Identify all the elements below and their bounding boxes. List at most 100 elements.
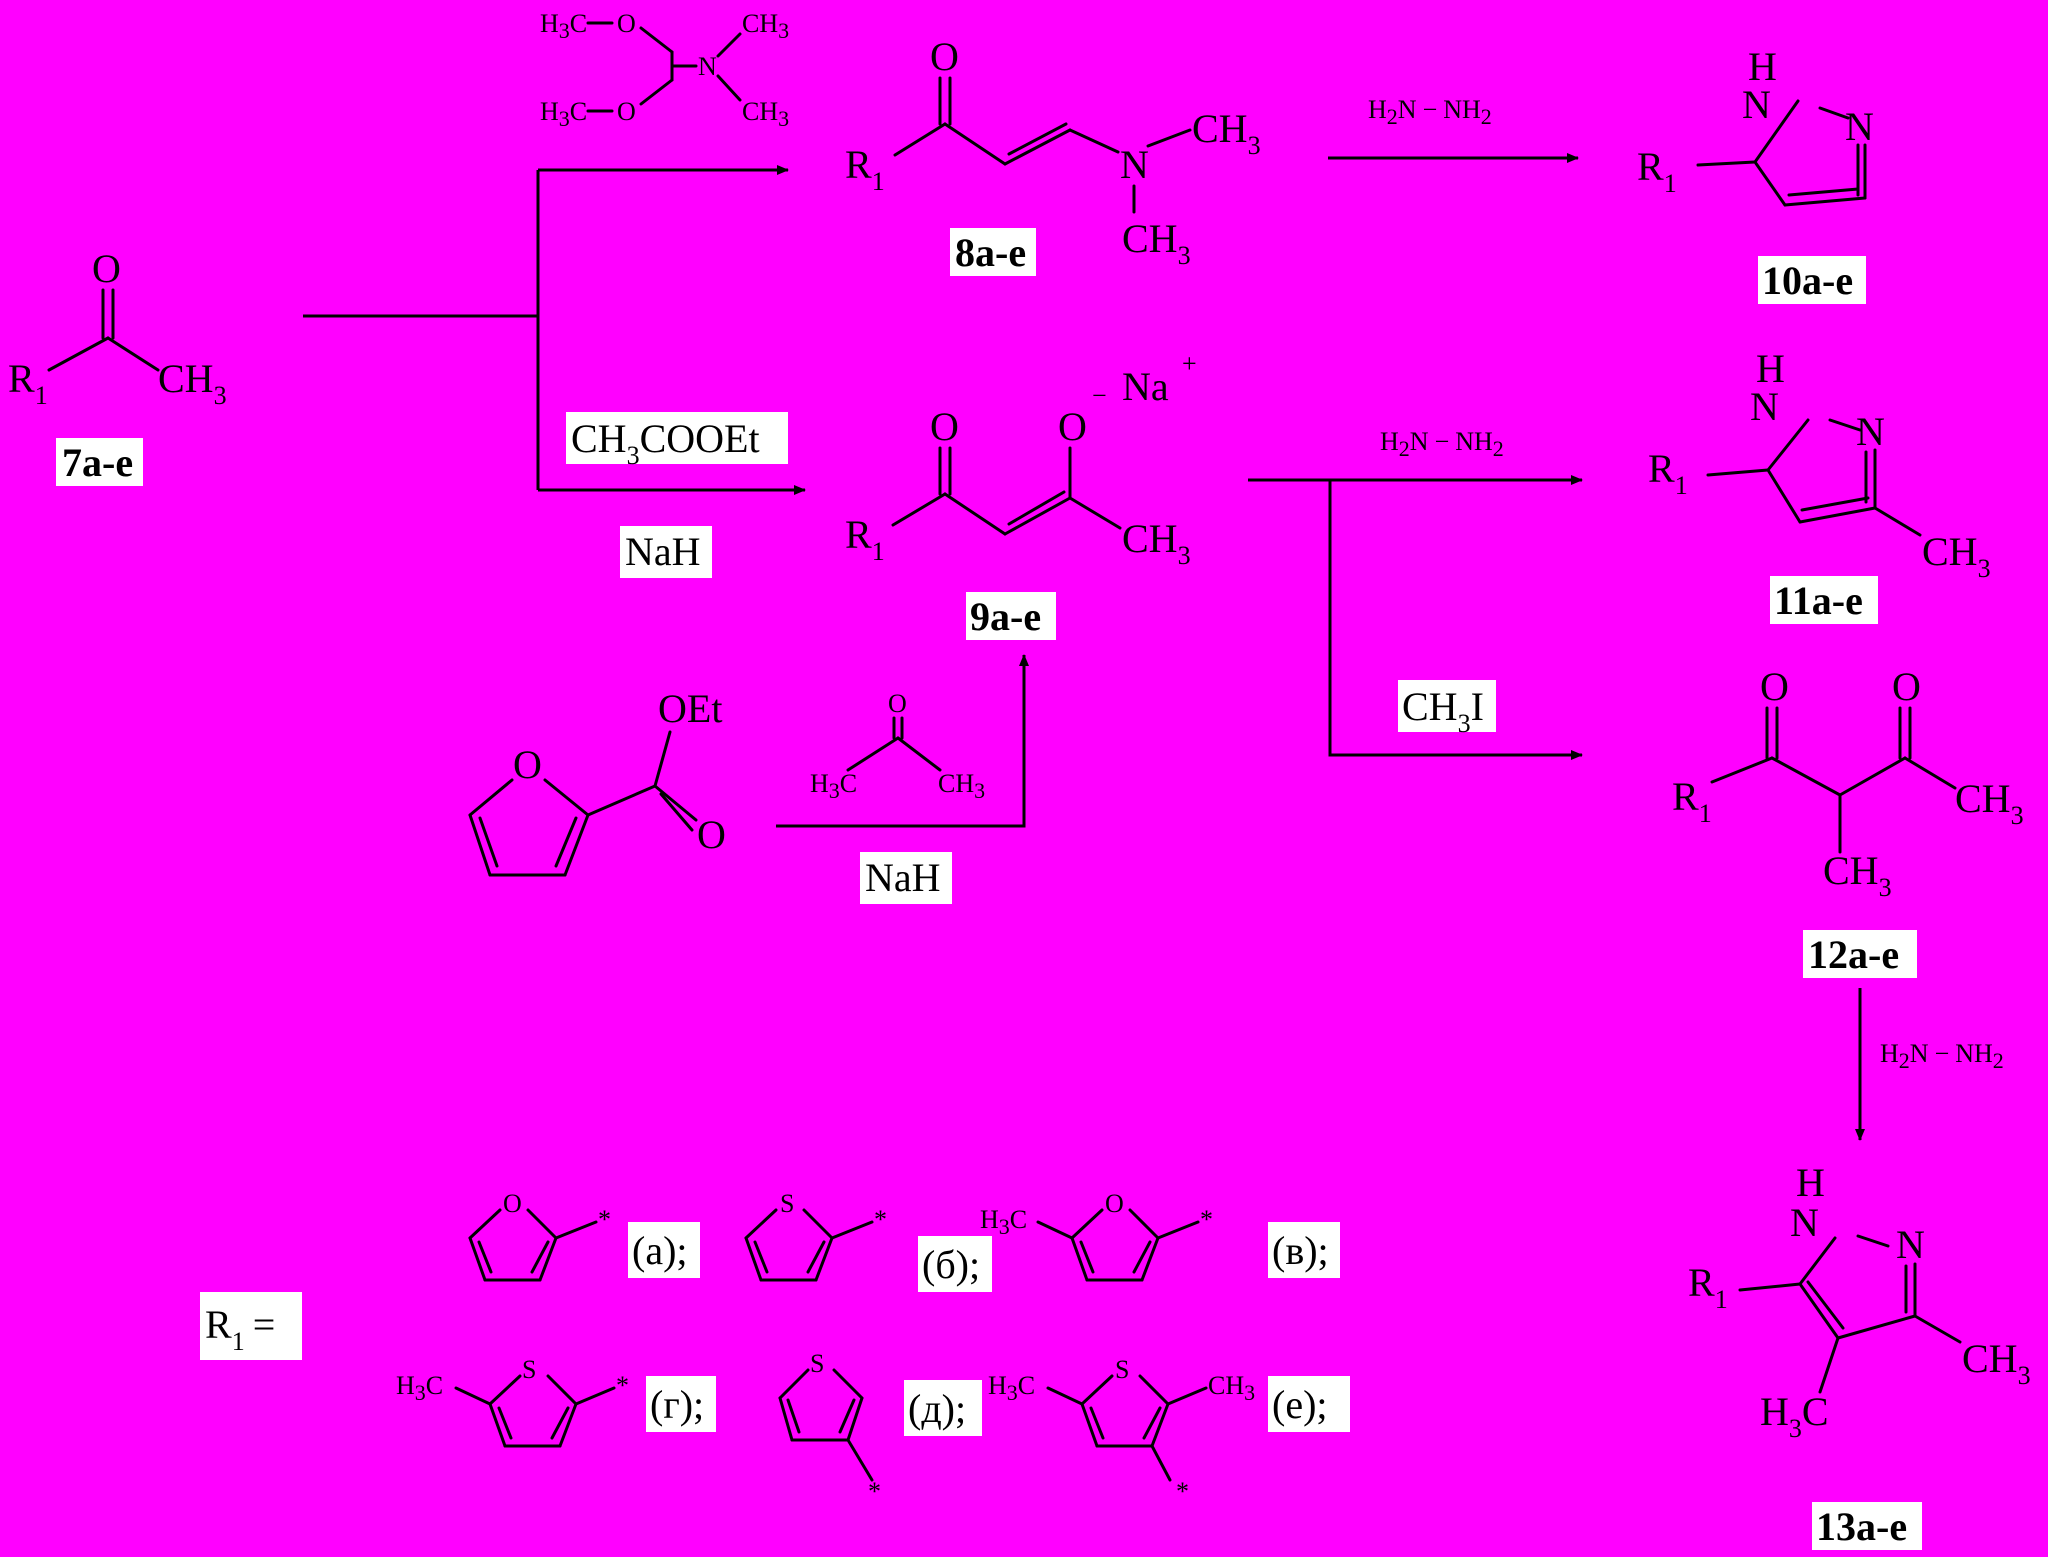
c10-id: 10a-e	[1762, 258, 1853, 303]
c7-ch: CH	[158, 356, 214, 401]
c13-id: 13a-e	[1816, 1504, 1907, 1549]
svg-text:O: O	[513, 742, 542, 787]
svg-text:O: O	[503, 1189, 522, 1218]
reagent-acetone: O H3C CH3	[810, 689, 985, 803]
c11-id: 11a-e	[1774, 578, 1863, 623]
svg-text:R1: R1	[1637, 144, 1677, 198]
compound-13: H N N R1 CH3 H3C 13a-e	[1688, 1160, 2031, 1550]
c8-id-box	[950, 228, 1036, 276]
r1-v-box	[1268, 1222, 1340, 1278]
svg-text:*: *	[874, 1205, 887, 1234]
r1-e-box	[1268, 1376, 1350, 1432]
svg-text:(д);: (д);	[908, 1386, 966, 1431]
r1-option-d: S * (д);	[778, 1349, 982, 1506]
c7-r-label: R	[8, 356, 35, 401]
svg-text:R1: R1	[1688, 1260, 1728, 1314]
c7-oxygen: O	[92, 246, 121, 291]
c8-id: 8a-e	[955, 230, 1026, 275]
svg-text:R1=: R1=	[205, 1302, 275, 1356]
svg-text:CH3: CH3	[742, 9, 789, 43]
c7-ch-sub: 3	[214, 381, 227, 410]
svg-text:S: S	[1115, 1355, 1129, 1384]
svg-text:R1: R1	[1648, 446, 1688, 500]
nah-box-1	[620, 526, 712, 578]
c9-id: 9a-e	[970, 594, 1041, 639]
svg-text:O: O	[888, 689, 907, 718]
svg-text:CH3: CH3	[1192, 106, 1261, 160]
svg-text:N: N	[1896, 1222, 1925, 1267]
svg-text:N: N	[698, 52, 717, 81]
reagent-hydrazine-1: H2N−NH2	[1368, 95, 1492, 129]
r1-option-e: S H3C CH3 * (е);	[988, 1355, 1350, 1506]
svg-text:CH3: CH3	[1955, 776, 2024, 830]
svg-text:H3C: H3C	[540, 9, 587, 43]
reagent-hydrazine-2: H2N−NH2	[1380, 427, 1504, 461]
svg-text:*: *	[1200, 1205, 1213, 1234]
r1-d-box	[904, 1380, 982, 1436]
svg-text:N: N	[1742, 82, 1771, 127]
c9-id-box	[966, 592, 1056, 640]
compound-ethyl-furoate: O OEt O	[468, 686, 726, 877]
svg-text:H3C: H3C	[1760, 1389, 1829, 1443]
ethyl-acetate-box	[566, 412, 788, 464]
svg-text:H3C: H3C	[988, 1371, 1035, 1405]
svg-text:H3C: H3C	[810, 769, 857, 803]
c9-negative-charge: −	[1092, 381, 1107, 410]
svg-text:*: *	[868, 1477, 881, 1506]
c13-id-box	[1812, 1502, 1922, 1550]
svg-text:CH3: CH3	[1122, 216, 1191, 270]
svg-text:N: N	[1856, 409, 1885, 454]
reagent-hydrazine-3: H2N−NH2	[1880, 1039, 2004, 1073]
arrow-furoate-to-9	[776, 654, 1029, 828]
svg-text:H: H	[1756, 346, 1785, 391]
compound-9: O O − Na + R1 CH3 9a-e	[845, 349, 1197, 640]
svg-text:CH3: CH3	[158, 356, 227, 410]
methyl-iodide-box	[1398, 680, 1496, 732]
r1-a-box	[628, 1222, 700, 1278]
r1-option-v: O H3C * (в);	[980, 1189, 1340, 1282]
r1-g-box	[646, 1376, 716, 1432]
svg-text:R1: R1	[8, 356, 48, 410]
svg-text:CH3: CH3	[1922, 529, 1991, 583]
c7-id-box	[56, 438, 143, 486]
svg-text:NaH: NaH	[865, 855, 941, 900]
svg-text:(е);: (е);	[1272, 1382, 1328, 1427]
svg-text:O: O	[1105, 1189, 1124, 1218]
c7-r-sub: 1	[35, 381, 48, 410]
r1-option-b: S * (б);	[744, 1189, 992, 1292]
r1-b-box	[918, 1236, 992, 1292]
svg-text:(а);: (а);	[632, 1228, 688, 1273]
svg-text:N: N	[1790, 1200, 1819, 1245]
svg-text:CH3: CH3	[938, 769, 985, 803]
c7-id: 7а-е	[62, 440, 133, 485]
svg-text:*: *	[1176, 1477, 1189, 1506]
svg-text:S: S	[780, 1189, 794, 1218]
svg-text:OEt: OEt	[658, 686, 722, 731]
svg-text:H3C: H3C	[540, 97, 587, 131]
svg-text:O: O	[1058, 404, 1087, 449]
compound-11: H N N R1 CH3 11a-e	[1648, 346, 1991, 624]
svg-text:H3C: H3C	[980, 1205, 1027, 1239]
svg-text:H2N−NH2: H2N−NH2	[1380, 427, 1504, 461]
reagent-nah-1: NaH	[620, 526, 712, 578]
nah-box-2	[860, 852, 952, 904]
svg-text:H: H	[1748, 44, 1777, 89]
svg-text:H3C: H3C	[396, 1371, 443, 1405]
svg-text:CH3: CH3	[1122, 516, 1191, 570]
svg-text:CH3: CH3	[1208, 1371, 1255, 1405]
svg-text:*: *	[616, 1371, 629, 1400]
r1-legend-label-box	[200, 1292, 302, 1360]
svg-text:N: N	[1750, 384, 1779, 429]
svg-text:CH3: CH3	[1823, 848, 1892, 902]
compound-12: O O R1 CH3 CH3 12a-e	[1672, 664, 2024, 978]
r1-legend: R1= O * (а); S *	[200, 1189, 1350, 1506]
svg-text:N: N	[1845, 104, 1874, 149]
c9-na-plus: +	[1182, 349, 1197, 378]
svg-text:NaH: NaH	[625, 529, 701, 574]
arrows	[303, 153, 1865, 1141]
svg-text:CH3: CH3	[742, 97, 789, 131]
svg-text:O: O	[697, 812, 726, 857]
reagent-ethyl-acetate: CH3COOEt	[566, 412, 788, 470]
svg-text:R1: R1	[1672, 774, 1712, 828]
